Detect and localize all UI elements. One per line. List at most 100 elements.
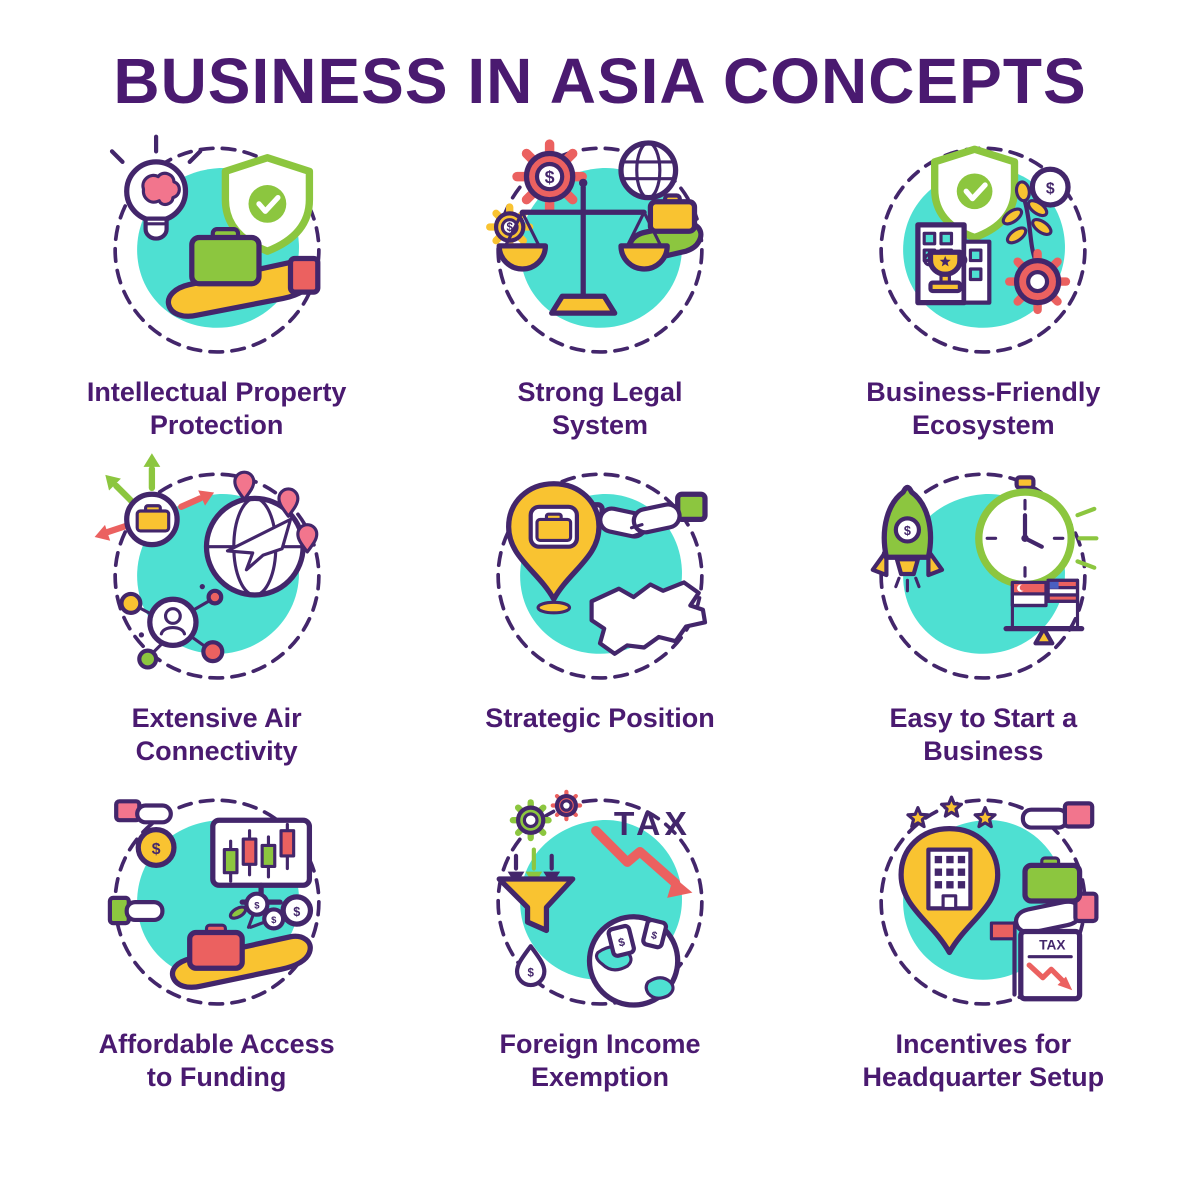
map-pin-briefcase-icon <box>506 481 602 615</box>
dashed-circle <box>879 472 1088 680</box>
concept-easy-start: $ <box>792 448 1175 774</box>
candlestick <box>222 848 239 875</box>
strategic-position-icon <box>474 448 726 700</box>
concept-label: Intellectual Property Protection <box>86 377 347 440</box>
tax-text: TAX <box>614 806 691 843</box>
briefcase-icon <box>186 929 245 971</box>
concept-label: Strategic Position <box>485 703 715 733</box>
concept-strategic-position: Strategic Position <box>408 448 791 774</box>
trophy-icon <box>923 249 968 294</box>
dollar-sign: $ <box>527 968 534 980</box>
check-icon <box>963 182 989 202</box>
dollar-sign: $ <box>650 929 659 942</box>
concept-headquarter: TAX Incentives for Headquarter Setup <box>792 774 1175 1100</box>
funnel-icon: $ <box>496 847 576 988</box>
flag-icon <box>990 921 1017 941</box>
briefcase-icon <box>1022 862 1083 904</box>
briefcase-icon <box>535 517 573 542</box>
hand-briefcase-icon <box>1014 856 1099 935</box>
dollar-sign: $ <box>506 222 513 234</box>
asia-map-icon <box>589 580 708 656</box>
sleeve-cuff <box>287 255 321 295</box>
briefcase-icon <box>647 199 698 234</box>
concept-funding: $ $ $ <box>25 774 408 1100</box>
building-trophy-icon <box>915 222 992 306</box>
pin-building-icon <box>898 825 1001 956</box>
check-icon <box>256 194 281 214</box>
sleeve-cuff <box>1073 891 1099 924</box>
highlight-blob <box>520 167 682 328</box>
network-people-icon <box>119 583 225 670</box>
sleeve-cuff <box>675 491 708 523</box>
funding-icon: $ $ $ <box>91 774 343 1026</box>
dollar-coin-icon: $ <box>1030 166 1072 208</box>
star-icon <box>940 255 952 267</box>
dollar-coin-icon: $ <box>280 894 313 927</box>
brain-icon <box>141 171 181 207</box>
dashed-circle <box>112 472 321 680</box>
map-pin-icon <box>232 470 318 554</box>
globe-icon <box>618 140 679 201</box>
hand-briefcase-icon <box>165 227 321 319</box>
ecosystem-icon: $ <box>857 122 1109 374</box>
tax-text: TAX <box>1039 937 1065 952</box>
money-bill-icon: $ <box>641 917 669 950</box>
air-connectivity-icon <box>91 448 343 700</box>
gear-dollar-icon: $ <box>512 139 587 214</box>
dollar-sign: $ <box>271 915 277 926</box>
concept-label: Foreign Income Exemption <box>499 1029 701 1092</box>
money-drop-icon <box>514 944 547 988</box>
dollar-sign: $ <box>904 524 911 538</box>
concept-intellectual-property: Intellectual Property Protection <box>25 122 408 448</box>
scales-of-justice-icon <box>496 178 670 316</box>
arrow-head <box>1057 976 1073 991</box>
flags-on-scale-icon <box>1003 578 1085 646</box>
lightbulb-brain-icon <box>109 134 202 241</box>
concept-label: Extensive Air Connectivity <box>131 703 302 766</box>
arrow-head <box>143 453 160 467</box>
money-bill-icon: $ <box>606 923 636 958</box>
concept-ecosystem: $ <box>792 122 1175 448</box>
dashed-circle <box>496 472 704 680</box>
concept-legal-system: $ $ <box>408 122 791 448</box>
briefcase-icon <box>135 509 170 533</box>
concept-label: Affordable Access to Funding <box>98 1029 335 1092</box>
dollar-sign: $ <box>151 841 160 858</box>
shield-check-icon <box>931 145 1019 242</box>
rocket-icon: $ <box>870 484 945 593</box>
concept-label: Incentives for Headquarter Setup <box>862 1029 1105 1092</box>
hand-icon <box>124 900 165 923</box>
hand-giving-coin-icon: $ <box>113 799 177 868</box>
dollar-sign: $ <box>617 936 627 949</box>
tax-down-arrow-icon <box>591 825 693 898</box>
briefcase-arrows-icon <box>94 453 214 548</box>
globe-money-plant-icon: $ $ <box>586 914 681 1008</box>
dollar-sign: $ <box>545 167 555 187</box>
concept-label: Strong Legal System <box>517 377 683 440</box>
concept-label: Easy to Start a Business <box>889 703 1078 766</box>
hand-receiving-icon <box>107 895 165 926</box>
briefcase-icon <box>188 234 262 287</box>
tax-exemption-icon: TAX <box>474 774 726 1026</box>
plant-gear-icon <box>1002 180 1071 315</box>
sleeve-cuff <box>1063 801 1095 829</box>
pointing-hand-icon <box>1021 801 1095 830</box>
hand-icon <box>134 803 173 825</box>
easy-start-icon: $ <box>857 448 1109 700</box>
concept-label: Business-Friendly Ecosystem <box>866 377 1101 440</box>
dollar-sign: $ <box>254 900 260 911</box>
headquarter-icon: TAX <box>857 774 1109 1026</box>
singapore-flag-icon <box>1011 580 1048 608</box>
dollar-sign: $ <box>1046 180 1055 197</box>
arrow-head <box>667 876 693 898</box>
rating-stars-icon <box>906 795 997 829</box>
concept-grid: Intellectual Property Protection <box>25 122 1175 1100</box>
shield-check-icon <box>221 154 313 255</box>
striped-flag-icon <box>1046 578 1080 603</box>
page-title: BUSINESS IN ASIA CONCEPTS <box>113 45 1087 117</box>
gear-dollar-small-icon: $ <box>486 203 534 251</box>
hand-briefcase-plant-icon: $ $ <box>169 891 313 990</box>
gears-icon <box>509 789 583 842</box>
ip-protection-icon <box>91 122 343 374</box>
plane-icon <box>225 517 292 572</box>
